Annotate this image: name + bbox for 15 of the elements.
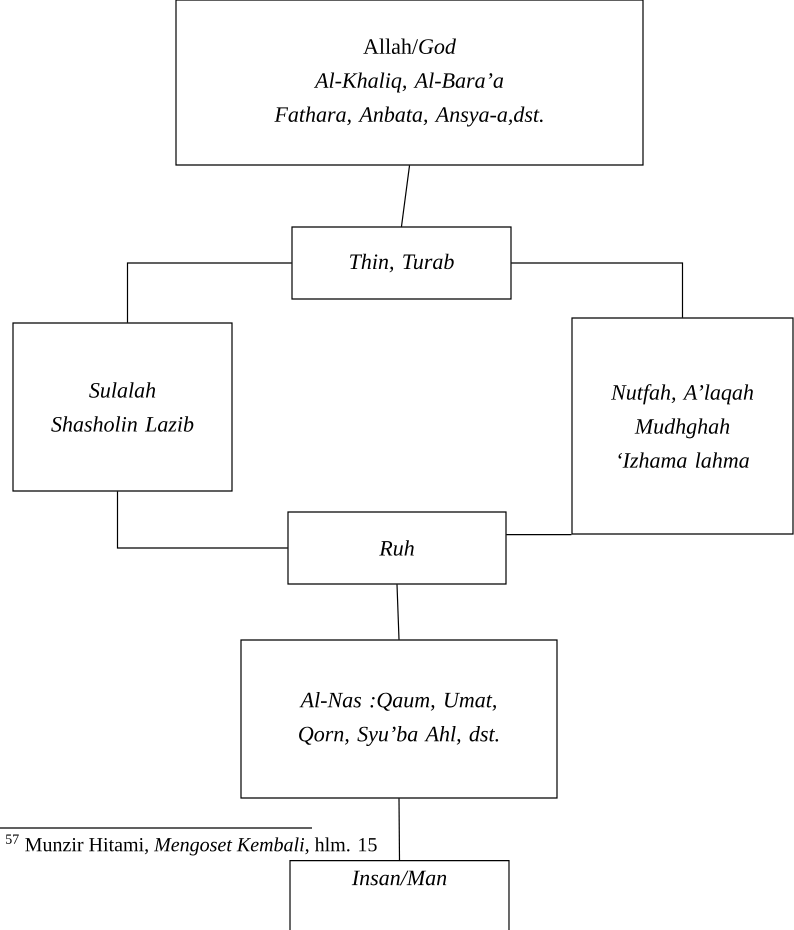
text-box: Al-Nas :Qaum, Umat, Qorn, Syu’ba Ahl, dst. [240,639,558,799]
text-box: Nutfah, A’laqah Mudhghah ‘Izhama lahma [571,317,794,535]
footnote: $^{57}$ Munzir Hitami, Mengoset Kembali, hlm. 15 [4,834,378,856]
connector-line [396,584,400,640]
connector-line [400,166,410,226]
connector-line [398,798,400,860]
text-box: Sulalah Shasholin Lazib [12,322,233,492]
text-box: Thin, Turab [291,226,512,300]
text-box: Allah/God Al-Khaliq, Al-Bara’a Fathara, Anbata, Ansya-a,dst. [175,0,644,166]
connector-line [506,534,572,536]
text-box: Ruh [287,511,507,585]
connector-line [512,262,684,318]
connector-line [126,262,292,322]
connector-line [116,492,288,549]
text-box: Insan/Man [289,860,510,930]
